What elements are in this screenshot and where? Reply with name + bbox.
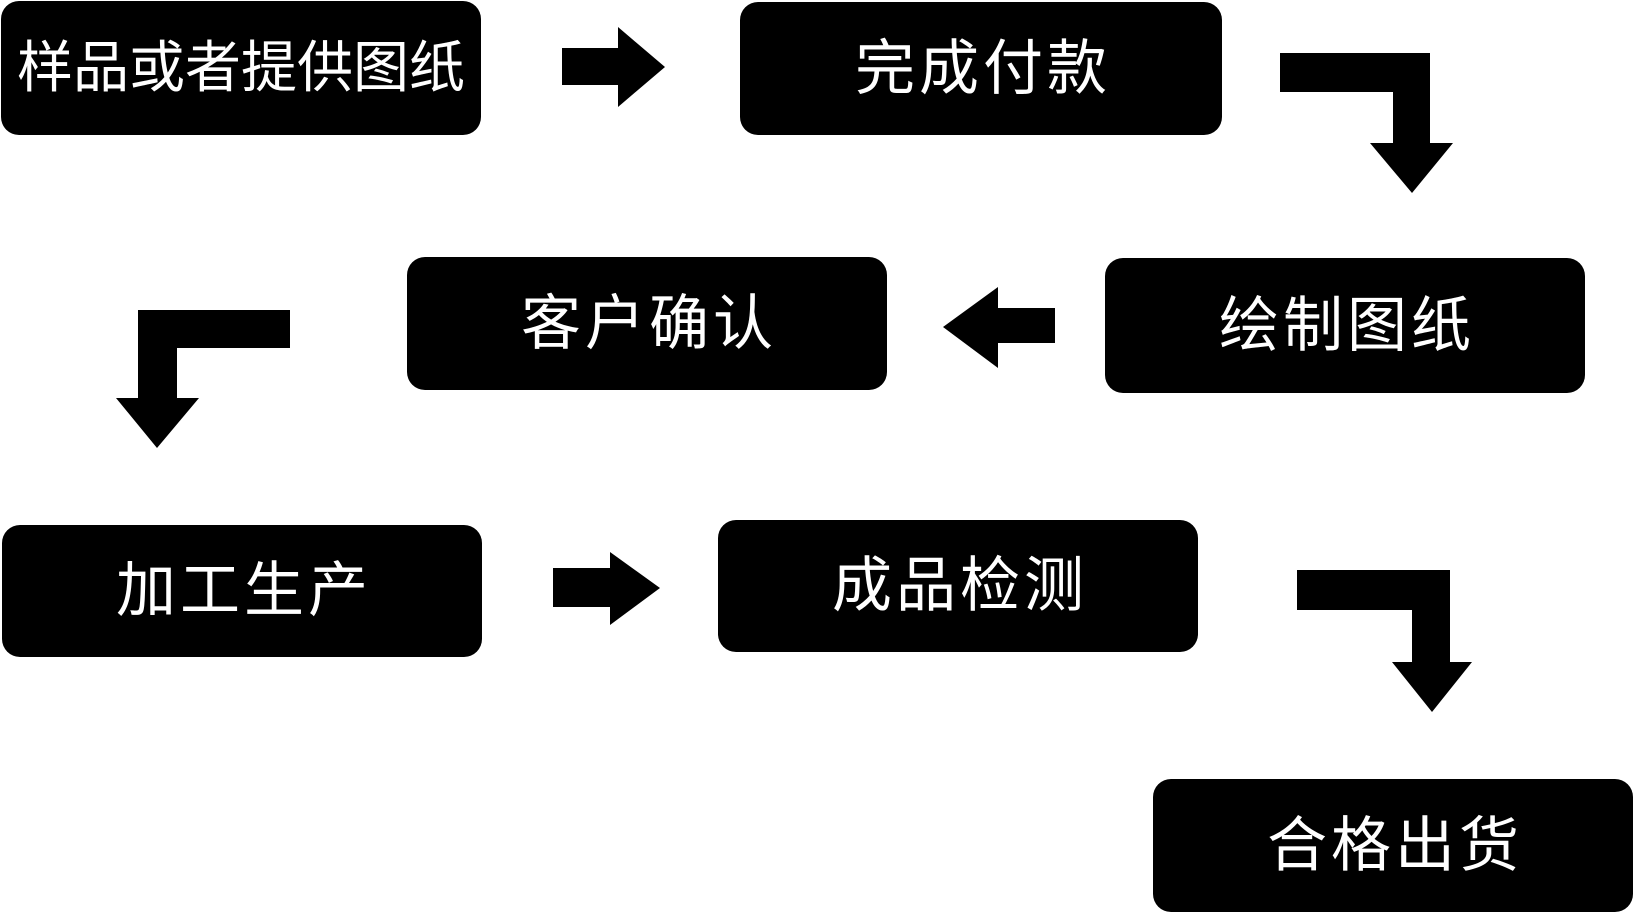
arrow-elbow-right-down-icon-step2-to-step3 xyxy=(1280,53,1453,193)
flow-node-label: 加工生产 xyxy=(116,557,372,624)
arrow-right-icon-step1-to-step2 xyxy=(562,27,665,107)
flow-node-label: 成品检测 xyxy=(832,552,1088,619)
arrow-elbow-right-down-icon-step6-to-step7 xyxy=(1297,570,1472,712)
arrow-right-icon-step5-to-step6 xyxy=(553,552,660,625)
flow-node-finished-product-inspection: 成品检测 xyxy=(718,520,1198,652)
flow-node-label: 合格出货 xyxy=(1267,811,1523,879)
flow-node-customer-confirmation: 客户确认 xyxy=(407,257,887,390)
flow-node-label: 客户确认 xyxy=(521,289,777,357)
flow-node-label: 样品或者提供图纸 xyxy=(17,36,465,99)
flow-node-label: 绘制图纸 xyxy=(1219,291,1475,359)
flow-node-complete-payment: 完成付款 xyxy=(740,2,1222,135)
flow-node-processing-production: 加工生产 xyxy=(2,525,482,657)
flow-node-label: 完成付款 xyxy=(855,34,1111,102)
arrow-left-icon-step3-to-step4 xyxy=(943,287,1055,368)
flow-node-qualified-shipment: 合格出货 xyxy=(1153,779,1633,912)
flow-node-sample-or-drawing: 样品或者提供图纸 xyxy=(1,1,481,135)
flow-node-draw-drawings: 绘制图纸 xyxy=(1105,258,1585,393)
arrow-elbow-left-down-icon-step4-to-step5 xyxy=(116,310,290,448)
